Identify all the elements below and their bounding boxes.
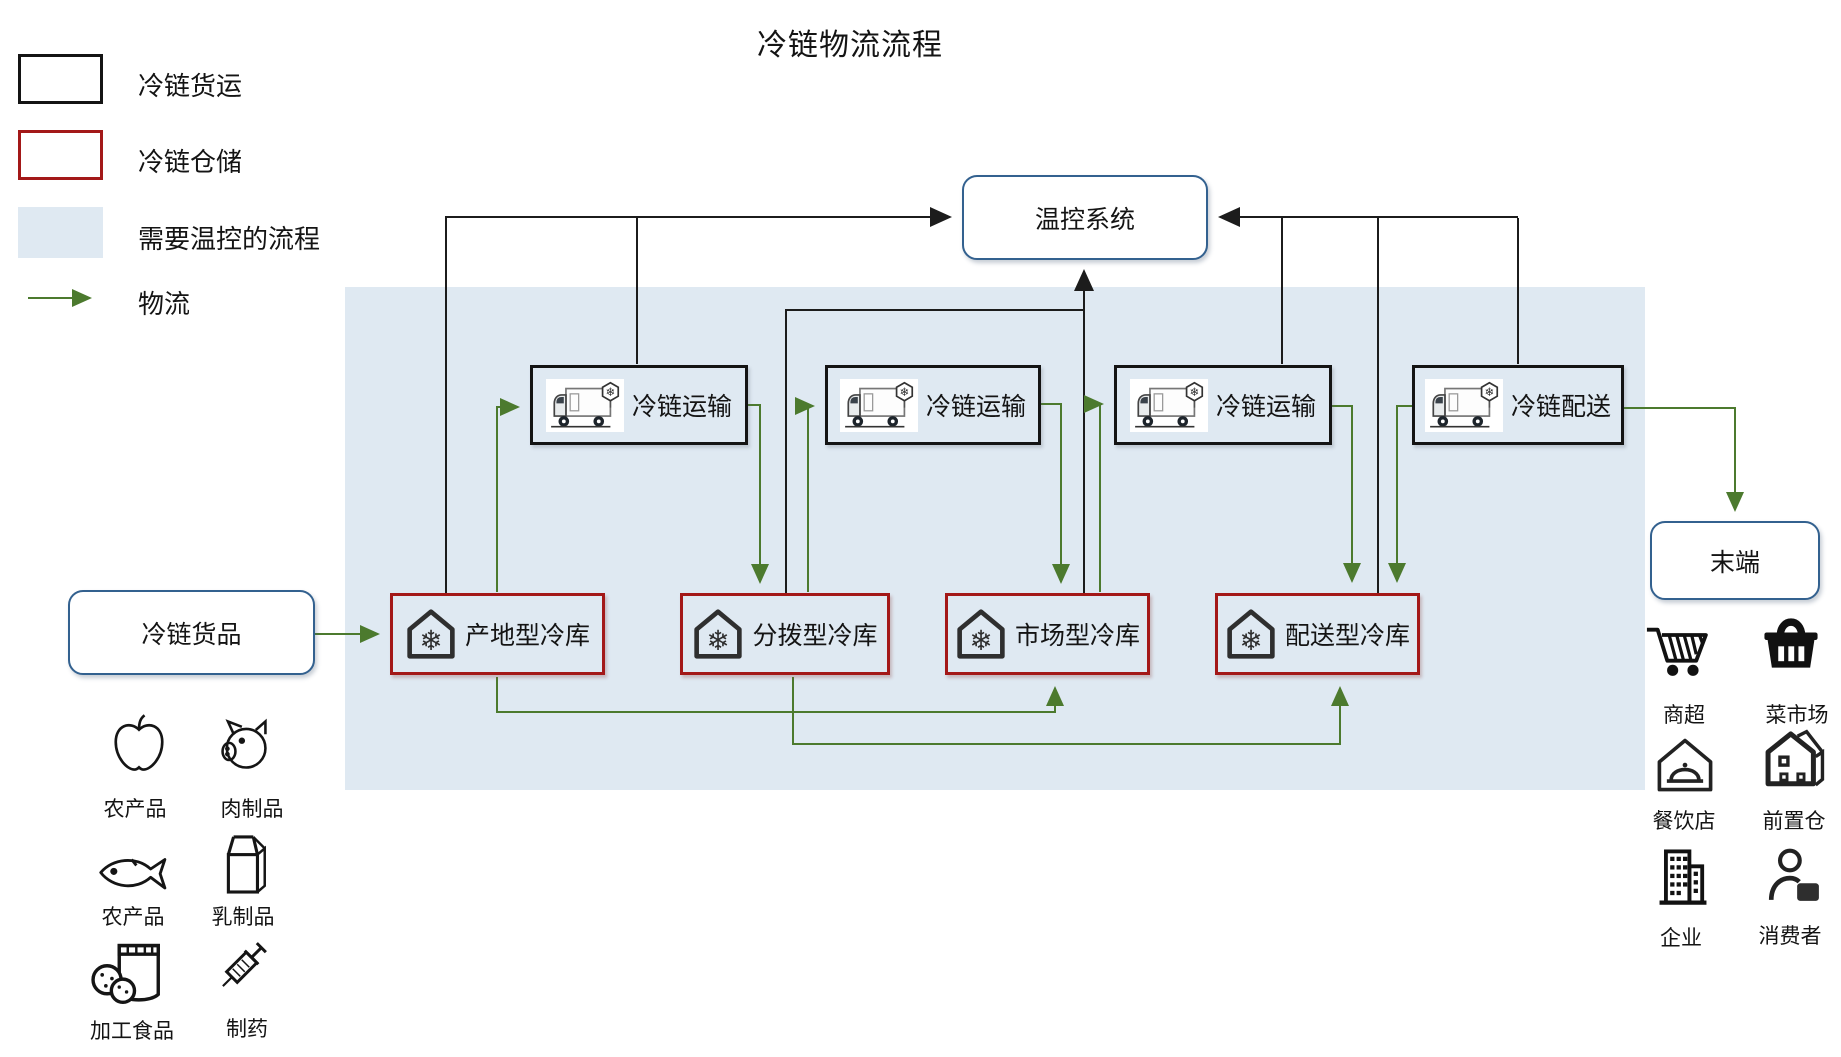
building-icon bbox=[1653, 845, 1713, 909]
milk-icon bbox=[218, 832, 272, 898]
refrigerated-truck-icon: ❄ bbox=[1424, 378, 1503, 432]
refrigerated-truck-icon: ❄ bbox=[1129, 378, 1208, 432]
product-label: 制药 bbox=[226, 1017, 268, 1041]
pig-icon bbox=[214, 714, 274, 776]
node-transport-1: ❄ 冷链运输 bbox=[530, 365, 748, 445]
product-label: 加工食品 bbox=[90, 1019, 174, 1043]
legend-temp-zone-swatch bbox=[18, 207, 103, 258]
fish-icon bbox=[96, 840, 172, 898]
legend-storage-label: 冷链仓储 bbox=[138, 148, 243, 178]
basket-icon bbox=[1757, 610, 1825, 672]
svg-text:❄: ❄ bbox=[1239, 624, 1262, 657]
node-warehouse-market: ❄ 市场型冷库 bbox=[945, 593, 1150, 675]
front-warehouse-icon bbox=[1759, 726, 1827, 794]
refrigerated-truck-icon: ❄ bbox=[839, 378, 918, 432]
warehouse-label: 市场型冷库 bbox=[1014, 621, 1140, 650]
node-warehouse-delivery: ❄ 配送型冷库 bbox=[1215, 593, 1420, 675]
svg-text:❄: ❄ bbox=[1485, 384, 1495, 398]
endpoint-label: 商超 bbox=[1663, 703, 1705, 727]
transport-label: 冷链运输 bbox=[925, 392, 1026, 421]
endpoint-label: 消费者 bbox=[1758, 924, 1822, 948]
syringe-icon bbox=[212, 933, 276, 997]
transport-label: 冷链运输 bbox=[631, 392, 732, 421]
apple-icon bbox=[108, 712, 170, 774]
node-distribution: ❄ 冷链配送 bbox=[1412, 365, 1624, 445]
refrigerated-truck-icon: ❄ bbox=[545, 378, 624, 432]
consumer-icon bbox=[1764, 845, 1822, 905]
cold-storage-icon: ❄ bbox=[692, 608, 744, 660]
legend-freight-swatch bbox=[18, 54, 103, 104]
product-label: 肉制品 bbox=[220, 797, 284, 821]
legend-storage-swatch bbox=[18, 130, 103, 180]
node-warehouse-sorting: ❄ 分拨型冷库 bbox=[680, 593, 890, 675]
goods-label: 冷链货品 bbox=[141, 619, 242, 649]
endpoint-label: 前置仓 bbox=[1762, 809, 1826, 833]
product-label: 乳制品 bbox=[211, 905, 275, 929]
product-label: 农产品 bbox=[103, 797, 167, 821]
snack-icon bbox=[90, 933, 168, 1007]
legend-freight-label: 冷链货运 bbox=[138, 72, 243, 102]
svg-text:❄: ❄ bbox=[1190, 384, 1200, 398]
cold-storage-icon: ❄ bbox=[405, 608, 457, 660]
node-transport-3: ❄ 冷链运输 bbox=[1114, 365, 1332, 445]
warehouse-label: 产地型冷库 bbox=[464, 621, 590, 650]
node-terminal: 末端 bbox=[1650, 521, 1820, 600]
endpoint-label: 企业 bbox=[1660, 926, 1702, 950]
svg-text:❄: ❄ bbox=[969, 624, 992, 657]
node-transport-2: ❄ 冷链运输 bbox=[825, 365, 1041, 445]
legend-logistics-label: 物流 bbox=[138, 290, 191, 320]
temp-control-label: 温控系统 bbox=[1034, 204, 1135, 234]
node-warehouse-origin: ❄ 产地型冷库 bbox=[390, 593, 605, 675]
transport-label: 冷链配送 bbox=[1510, 392, 1611, 421]
endpoint-label: 菜市场 bbox=[1765, 703, 1829, 727]
restaurant-icon bbox=[1653, 731, 1717, 797]
product-label: 农产品 bbox=[101, 905, 165, 929]
svg-text:❄: ❄ bbox=[707, 624, 730, 657]
cold-storage-icon: ❄ bbox=[1225, 608, 1277, 660]
endpoint-label: 餐饮店 bbox=[1652, 809, 1716, 833]
svg-text:❄: ❄ bbox=[606, 384, 616, 398]
cart-icon bbox=[1643, 620, 1713, 680]
warehouse-label: 分拨型冷库 bbox=[752, 621, 878, 650]
node-cold-chain-goods: 冷链货品 bbox=[68, 590, 315, 675]
page-title: 冷链物流流程 bbox=[757, 28, 943, 63]
legend-temp-zone-label: 需要温控的流程 bbox=[138, 225, 321, 255]
warehouse-label: 配送型冷库 bbox=[1284, 621, 1410, 650]
node-temp-control-system: 温控系统 bbox=[962, 175, 1208, 260]
temp-controlled-zone bbox=[345, 287, 1645, 790]
svg-text:❄: ❄ bbox=[419, 624, 442, 657]
svg-text:❄: ❄ bbox=[900, 384, 910, 398]
terminal-label: 末端 bbox=[1709, 547, 1760, 577]
transport-label: 冷链运输 bbox=[1215, 392, 1316, 421]
cold-storage-icon: ❄ bbox=[955, 608, 1007, 660]
